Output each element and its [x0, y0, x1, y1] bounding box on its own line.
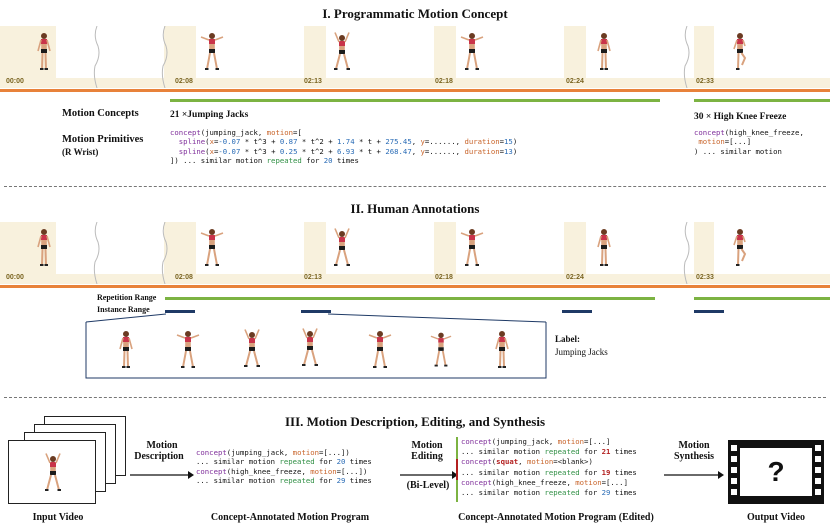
timeline-bar [0, 89, 830, 92]
timestamp: 02:08 [175, 78, 193, 85]
label-title: Label: [555, 334, 581, 344]
section-divider [4, 397, 826, 398]
repetition-range-bar [694, 297, 830, 300]
motion-program-code: concept(jumping_jack, motion=[...]) ... … [196, 448, 372, 485]
question-mark: ? [767, 456, 785, 487]
arrow-right-icon [664, 471, 724, 479]
instance-range-bar [694, 310, 724, 313]
timestamp: 02:18 [435, 78, 453, 85]
section-divider [4, 186, 826, 187]
arrow-right-icon [400, 471, 458, 479]
motion-description-label: Motion Description [134, 440, 184, 462]
instance-range-bar [165, 310, 195, 313]
time-break-icon [93, 222, 100, 284]
person-standing-figure [594, 32, 614, 72]
input-video-frame [8, 440, 96, 504]
person-arms-up-figure [298, 326, 322, 370]
output-video-label: Output Video [746, 512, 806, 523]
person-arms-up-figure [330, 228, 354, 268]
person-standing-figure [34, 32, 54, 72]
motion-program-code-2: concept(high_knee_freeze, motion=[...] )… [694, 128, 804, 156]
timestamp: 00:00 [6, 274, 24, 281]
edit-marker-red [456, 459, 458, 480]
repetition-range-bar [165, 297, 655, 300]
person-arms-out-figure [368, 330, 392, 370]
time-break-icon [93, 26, 100, 88]
concept-range-jumping-jacks [170, 99, 660, 102]
edit-marker-green [456, 437, 458, 459]
person-standing-figure [116, 330, 136, 370]
person-arms-out-figure [200, 32, 224, 72]
section3-title: III. Motion Description, Editing, and Sy… [284, 414, 546, 429]
time-break-icon [161, 26, 168, 88]
timeline-bar [0, 285, 830, 288]
concept-range-high-knee [694, 99, 830, 102]
repetition-range-label: Repetition Range [97, 293, 157, 302]
program-edited-label: Concept-Annotated Motion Program (Edited… [458, 512, 654, 523]
zoom-bracket [85, 313, 547, 379]
person-arms-out-figure [176, 330, 200, 370]
person-standing-figure [492, 330, 512, 370]
person-arms-up-figure [41, 451, 65, 495]
video-strip-1: 00:00 02:08 02:13 02:18 02:24 02:33 [0, 26, 830, 88]
person-arms-out-figure [200, 228, 224, 268]
timestamp: 02:13 [304, 274, 322, 281]
section1-title: I. Programmatic Motion Concept [322, 6, 508, 21]
timestamp: 02:24 [566, 78, 584, 85]
time-break-icon [683, 222, 690, 284]
concept1-heading: 21 ×Jumping Jacks [170, 110, 249, 120]
person-arms-out-figure [460, 228, 484, 268]
motion-primitives-label: Motion Primitives [62, 134, 144, 145]
motion-primitives-sub: (R Wrist) [62, 147, 99, 157]
person-standing-figure [594, 228, 614, 268]
arrow-right-icon [130, 471, 194, 479]
film-icon [728, 440, 824, 504]
motion-program-code-1: concept(jumping_jack, motion=[ spline(x=… [170, 128, 518, 165]
motion-synthesis-label: Motion Synthesis [673, 440, 714, 462]
person-high-knee-figure [730, 228, 750, 268]
person-arms-up-figure [240, 328, 264, 370]
timestamp: 02:18 [435, 274, 453, 281]
concept2-heading: 30 × High Knee Freeze [694, 112, 787, 122]
person-arms-up-figure [330, 32, 354, 72]
instance-range-bar [301, 310, 331, 313]
input-video-label: Input Video [32, 512, 84, 523]
time-break-icon [683, 26, 690, 88]
timestamp: 02:24 [566, 274, 584, 281]
person-arms-out-figure [430, 330, 452, 370]
bi-level-label: (Bi-Level) [406, 480, 450, 491]
person-high-knee-figure [730, 32, 750, 72]
motion-editing-label: Motion Editing [411, 440, 443, 462]
motion-concepts-label: Motion Concepts [62, 108, 139, 119]
program-label: Concept-Annotated Motion Program [210, 512, 370, 523]
timestamp: 02:08 [175, 274, 193, 281]
timestamp: 02:33 [696, 274, 714, 281]
edit-marker-green [456, 480, 458, 502]
person-arms-out-figure [460, 32, 484, 72]
instance-range-bar [562, 310, 592, 313]
label-value: Jumping Jacks [555, 347, 608, 357]
video-strip-2: 00:00 02:08 02:13 02:18 02:24 02:33 [0, 222, 830, 284]
edited-motion-program-code: concept(jumping_jack, motion=[...] ... s… [461, 437, 637, 498]
time-break-icon [161, 222, 168, 284]
timestamp: 00:00 [6, 78, 24, 85]
timestamp: 02:13 [304, 78, 322, 85]
section2-title: II. Human Annotations [350, 201, 480, 216]
instance-range-label: Instance Range [97, 305, 150, 314]
person-standing-figure [34, 228, 54, 268]
timestamp: 02:33 [696, 78, 714, 85]
